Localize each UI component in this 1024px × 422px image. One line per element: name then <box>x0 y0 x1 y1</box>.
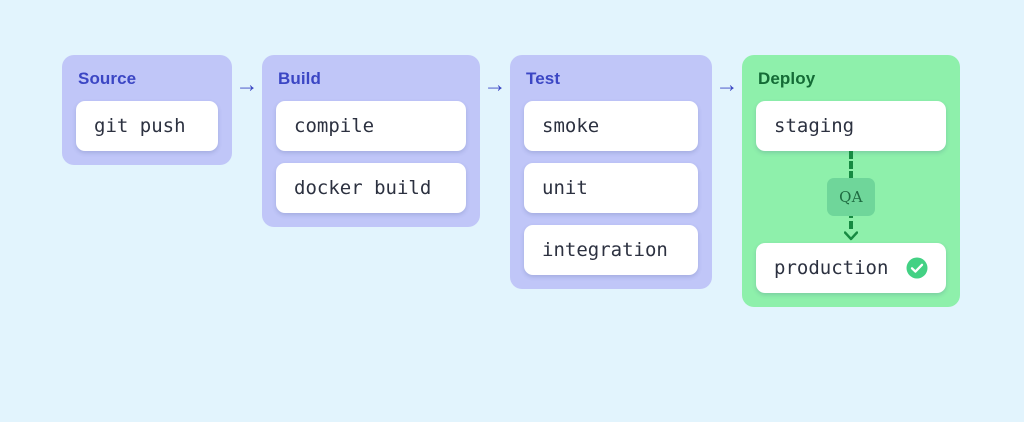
card-label: git push <box>94 115 186 137</box>
card-compile[interactable]: compile <box>276 101 466 151</box>
arrow-down-icon <box>844 231 858 241</box>
arrow-right-icon: → <box>483 71 507 97</box>
stage-build[interactable]: Build compile docker build <box>262 55 480 227</box>
qa-gate-connector: QA <box>756 151 946 243</box>
stage-title-build: Build <box>278 69 321 88</box>
qa-gate-badge[interactable]: QA <box>827 178 875 216</box>
arrow-right-icon: → <box>715 71 739 97</box>
stage-title-test: Test <box>526 69 561 88</box>
card-staging[interactable]: staging <box>756 101 946 151</box>
card-label: staging <box>774 115 855 137</box>
card-label: integration <box>542 239 668 261</box>
stage-test[interactable]: Test smoke unit integration <box>510 55 712 289</box>
arrow-right-icon: → <box>235 71 259 97</box>
pipeline-diagram: Source git push → Build compile docker b… <box>62 55 960 307</box>
stage-deploy[interactable]: Deploy staging QA production <box>742 55 960 307</box>
card-docker-build[interactable]: docker build <box>276 163 466 213</box>
stage-title-source: Source <box>78 69 137 88</box>
card-smoke[interactable]: smoke <box>524 101 698 151</box>
stage-source[interactable]: Source git push <box>62 55 232 165</box>
card-unit[interactable]: unit <box>524 163 698 213</box>
card-label: unit <box>542 177 588 199</box>
check-circle-icon <box>906 257 928 279</box>
card-production[interactable]: production <box>756 243 946 293</box>
card-git-push[interactable]: git push <box>76 101 218 151</box>
card-label: smoke <box>542 115 600 137</box>
card-label: production <box>774 257 889 279</box>
card-label: docker build <box>294 177 432 199</box>
connector-dash-top <box>849 151 853 179</box>
card-label: compile <box>294 115 375 137</box>
stage-title-deploy: Deploy <box>758 69 816 88</box>
card-integration[interactable]: integration <box>524 225 698 275</box>
